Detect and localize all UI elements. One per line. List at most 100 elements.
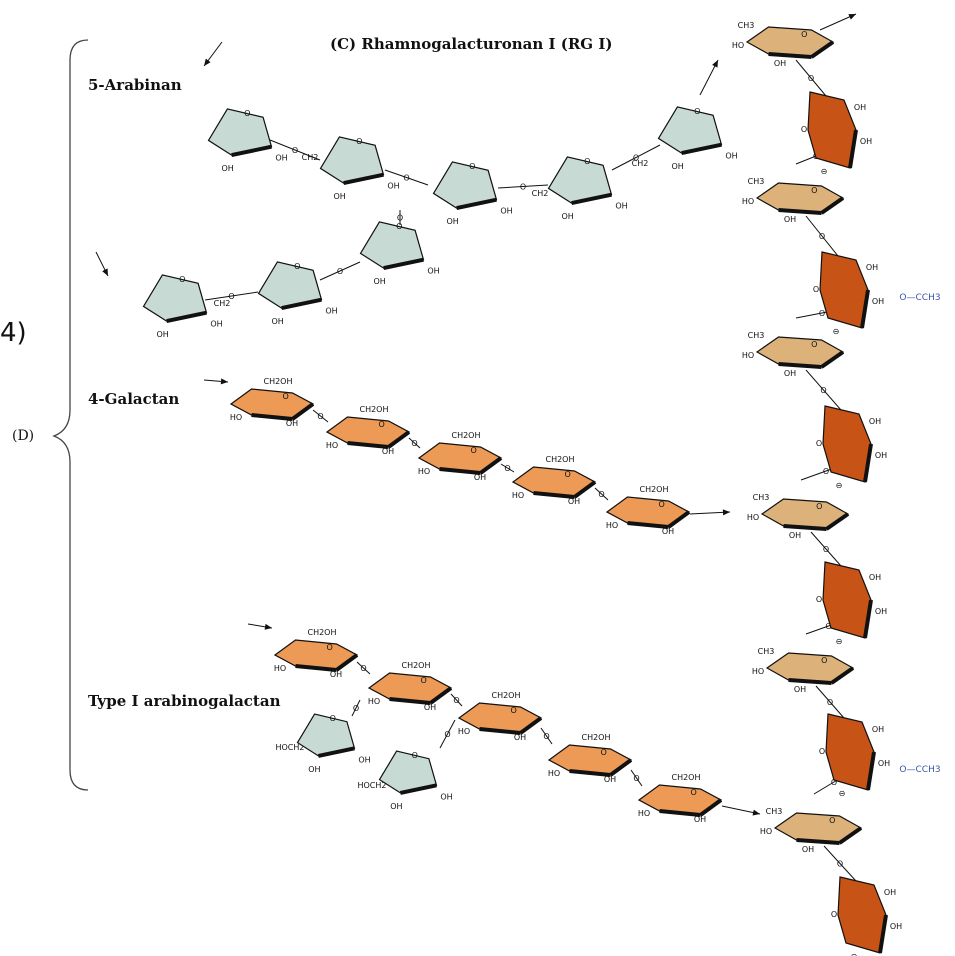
hydroxyl-label: HO	[326, 441, 338, 450]
ring-bold-edge	[820, 350, 845, 369]
hydroxymethyl-label: CH2OH	[671, 773, 700, 782]
ring-bold-edge	[281, 297, 322, 311]
glycosidic-bond	[269, 139, 321, 161]
glycosidic-bond	[356, 661, 371, 675]
ring-bold-edge	[291, 402, 315, 421]
methyl-label: CH3	[758, 647, 775, 656]
bridge-oxygen-label: O	[353, 704, 359, 713]
methylene-label: CH2	[214, 299, 231, 308]
hydroxyl-label: HO	[548, 769, 560, 778]
bridge-oxygen-label: O	[825, 622, 831, 631]
arabinogalactan-label: Type I arabinogalactan	[88, 692, 281, 710]
hydroxyl-label: OH	[427, 267, 439, 276]
arrow-head	[848, 14, 856, 20]
ring-bold-edge	[768, 52, 812, 59]
bridge-oxygen-label: O	[397, 214, 403, 223]
ring-oxygen-label: O	[356, 137, 362, 146]
hydroxyl-label: OH	[373, 277, 385, 286]
ring-bold-edge	[389, 697, 431, 705]
ring-oxygen-label: O	[801, 30, 807, 39]
ring-oxygen-label: O	[379, 420, 385, 429]
hydroxymethyl-label: CH2OH	[307, 628, 336, 637]
galacturonic-ring-shape	[819, 251, 869, 329]
ring-bold-edge	[399, 783, 437, 795]
arabinan-label: 5-Arabinan	[88, 76, 182, 94]
ring-oxygen-label: O	[327, 643, 333, 652]
bridge-oxygen-label: O	[520, 183, 526, 192]
methyl-label: CH3	[748, 331, 765, 340]
ring-bold-edge	[699, 798, 723, 817]
ring-bold-edge	[569, 769, 611, 777]
glycosidic-bond	[540, 727, 553, 745]
ring-bold-edge	[778, 362, 822, 369]
galacturonic-ring-shape	[807, 91, 857, 169]
hydroxyl-label: OH	[382, 447, 394, 456]
arrow-head	[102, 268, 108, 276]
hydroxyl-label: OH	[725, 152, 737, 161]
hydroxyl-label: OH	[869, 417, 881, 426]
hydroxyl-label: OH	[854, 103, 866, 112]
glycosidic-bond	[319, 261, 361, 281]
ring-bold-edge	[783, 524, 827, 531]
hydroxyl-label: HO	[742, 351, 754, 360]
hydroxyl-label: OH	[333, 192, 345, 201]
arrow-head	[204, 58, 211, 66]
bridge-oxygen-label: O	[228, 292, 234, 301]
ring-oxygen-label: O	[659, 500, 665, 509]
hydroxyl-label: OH	[561, 212, 573, 221]
ring-oxygen-label: O	[421, 676, 427, 685]
hydroxyl-label: OH	[662, 527, 674, 536]
glycosidic-bond	[805, 369, 842, 411]
ring-bold-edge	[295, 664, 337, 672]
hydroxyl-label: OH	[869, 573, 881, 582]
methyl-label: CH3	[753, 493, 770, 502]
ring-bold-edge	[825, 512, 850, 531]
bridge-oxygen-label: O	[411, 439, 417, 448]
ring-bold-edge	[347, 441, 389, 449]
hydroxyl-label: HO	[368, 697, 380, 706]
glycosidic-bond	[312, 409, 329, 423]
ring-bold-edge	[429, 686, 453, 705]
hydroxymethyl-label: HOCH2	[275, 743, 304, 752]
acetyl-ester-label: O—CCH3	[899, 765, 940, 775]
hydroxyl-label: OH	[210, 320, 222, 329]
hydroxyl-label: HO	[230, 413, 242, 422]
hydroxyl-label: OH	[271, 317, 283, 326]
arrow-head	[722, 509, 730, 516]
arabinose-ring-shape	[142, 274, 208, 322]
hydroxyl-label: OH	[604, 775, 616, 784]
bridge-oxygen-label: O	[317, 412, 323, 421]
hydroxyl-label: OH	[500, 207, 512, 216]
ring-bold-edge	[878, 914, 888, 954]
bridge-oxygen-label: O	[360, 664, 366, 673]
ring-oxygen-label: O	[511, 706, 517, 715]
arrow-head	[220, 378, 228, 385]
ring-bold-edge	[796, 838, 840, 845]
ring-oxygen-label: O	[819, 747, 825, 756]
methyl-label: CH3	[748, 177, 765, 186]
hydroxymethyl-label: CH2OH	[359, 405, 388, 414]
galacturonic-ring-shape	[837, 876, 887, 954]
bridge-oxygen-label: O	[819, 232, 825, 241]
glycosidic-bond	[384, 169, 429, 186]
hydroxymethyl-label: CH2OH	[263, 377, 292, 386]
bridge-oxygen-label: O	[453, 696, 459, 705]
methylene-label: CH2	[532, 189, 549, 198]
ring-bold-edge	[667, 510, 691, 529]
ring-bold-edge	[519, 716, 543, 735]
cropped-edge-text: 4)	[0, 318, 27, 348]
